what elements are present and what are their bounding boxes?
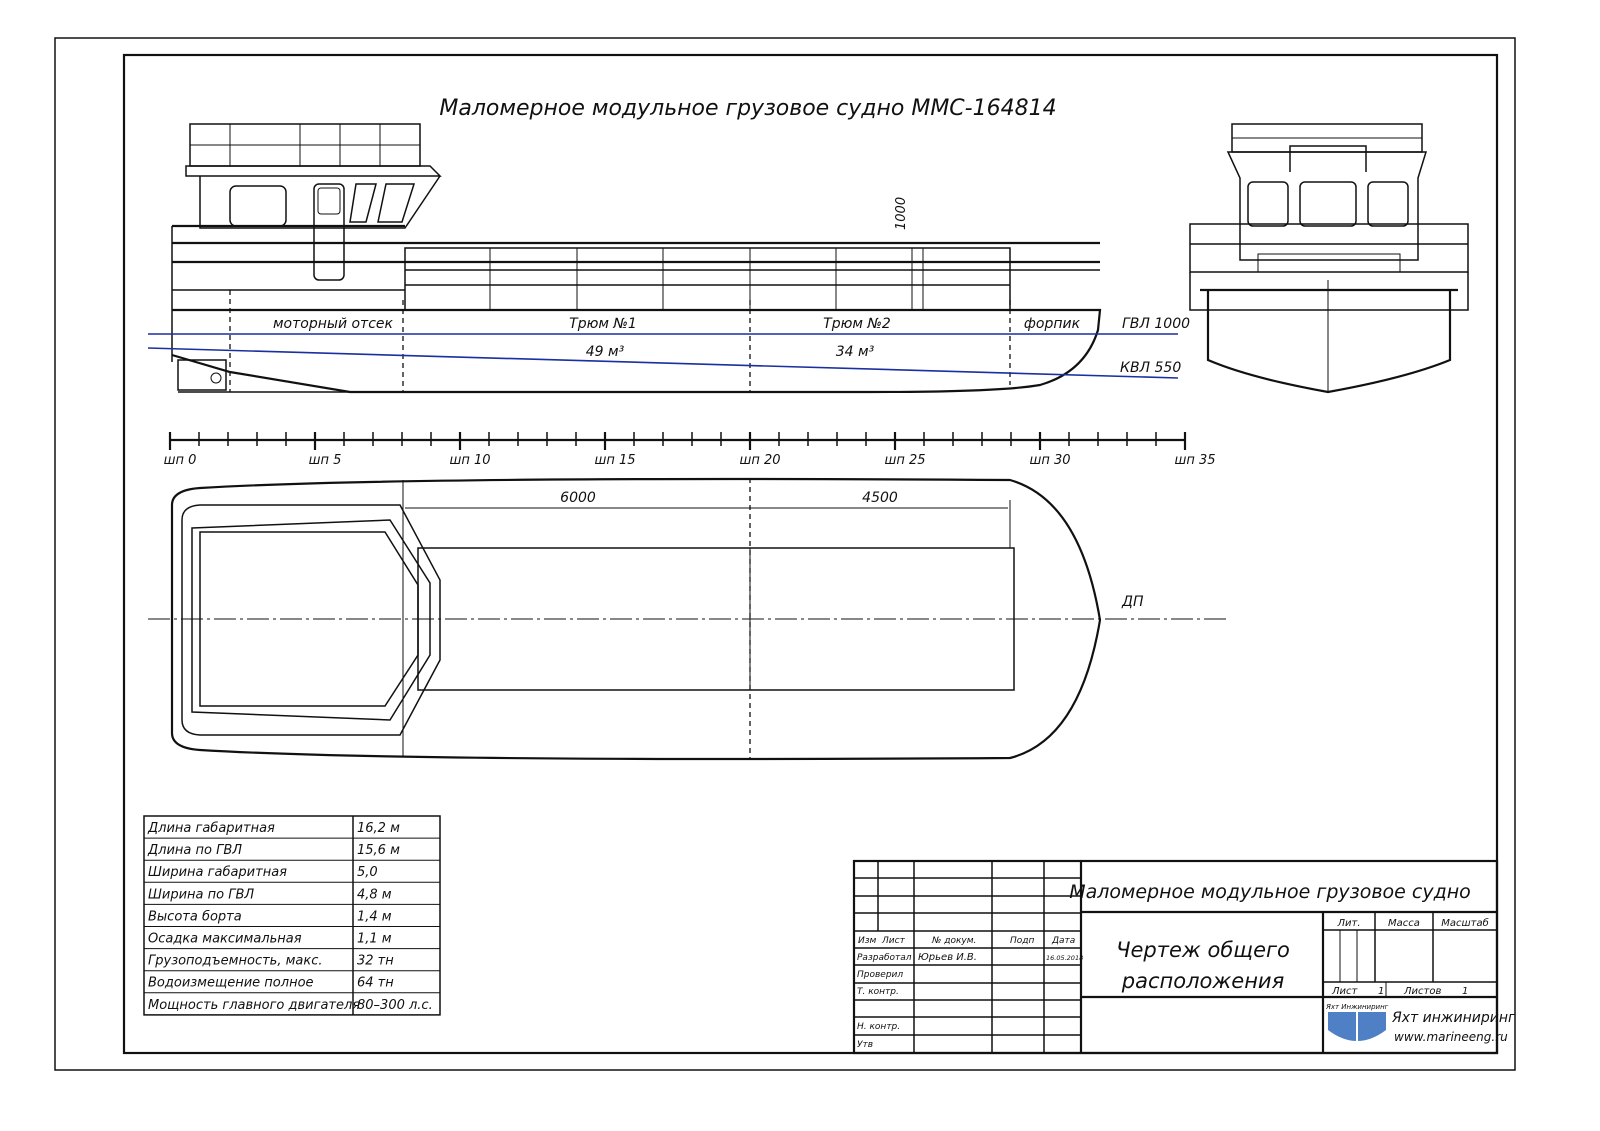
frame-label: шп 15 xyxy=(594,453,635,468)
company-logo: Яхт Инжиниринг xyxy=(1325,1003,1389,1044)
frame-label: шп 10 xyxy=(449,453,490,468)
header-sign: Подп xyxy=(1010,936,1034,946)
drawing-title: Маломерное модульное грузовое судно ММС-… xyxy=(439,96,1056,121)
spec-value: 15,6 м xyxy=(357,843,400,858)
spec-value: 5,0 xyxy=(357,865,378,880)
spec-value: 80–300 л.с. xyxy=(357,998,433,1013)
frame-label: шп 5 xyxy=(309,453,342,468)
frame-label: шп 30 xyxy=(1029,453,1070,468)
doc-title-line-2: расположения xyxy=(1121,969,1284,993)
volume-hold-2: 34 м³ xyxy=(836,344,875,360)
frame-label: шп 25 xyxy=(884,453,925,468)
row-approved: Утв xyxy=(857,1040,873,1050)
row-developed: Разработал xyxy=(857,953,912,963)
frame-ruler xyxy=(168,432,1187,450)
frame-label: шп 35 xyxy=(1174,453,1215,468)
sheet-number: 1 xyxy=(1378,986,1384,997)
spec-label: Длина габаритная xyxy=(147,821,275,836)
row-checked: Проверил xyxy=(857,970,903,980)
company-name: Яхт инжиниринг xyxy=(1391,1010,1516,1026)
spec-label: Грузоподъемность, макс. xyxy=(148,954,323,969)
logo-text: Яхт Инжиниринг xyxy=(1325,1003,1389,1011)
spec-label: Осадка максимальная xyxy=(148,932,302,947)
waterline-kvl xyxy=(147,347,1179,379)
specs-table: Длина габаритная 16,2 м Длина по ГВЛ 15,6 м… xyxy=(143,815,441,1016)
spec-label: Длина по ГВЛ xyxy=(147,843,242,858)
compartment-hold-2: Трюм №2 xyxy=(823,316,891,332)
title-block: Маломерное модульное грузовое судно Черт… xyxy=(852,859,1516,1055)
header-doc-no: № докум. xyxy=(931,936,976,946)
scale-label: Масштаб xyxy=(1441,917,1489,929)
compartment-engine: моторный отсек xyxy=(273,316,394,332)
sheets-label: Листов xyxy=(1403,986,1441,997)
sheets-count: 1 xyxy=(1462,986,1468,997)
mass-label: Масса xyxy=(1388,918,1420,929)
row-norm-control: Н. контр. xyxy=(857,1022,900,1032)
waterline-kvl-label: КВЛ 550 xyxy=(1120,360,1181,376)
spec-value: 32 тн xyxy=(357,954,394,969)
spec-value: 1,1 м xyxy=(357,932,392,947)
developer-name: Юрьев И.В. xyxy=(918,952,977,963)
sheet-label: Лист xyxy=(1331,986,1359,997)
specs-table-border xyxy=(143,815,441,1016)
height-dimension: 1000 xyxy=(894,197,909,230)
spec-label: Водоизмещение полное xyxy=(148,976,314,991)
spec-value: 1,4 м xyxy=(357,909,392,924)
waterline-gvl-label: ГВЛ 1000 xyxy=(1122,316,1190,332)
row-tech-control: Т. контр. xyxy=(857,987,899,997)
front-view xyxy=(1189,123,1469,394)
inner-frame xyxy=(122,53,1499,1055)
header-date: Дата xyxy=(1051,936,1075,946)
lit-label: Лит. xyxy=(1336,918,1360,929)
company-website[interactable]: www.marineeng.ru xyxy=(1394,1030,1508,1044)
spec-value: 64 тн xyxy=(357,976,394,991)
header-list: Лист xyxy=(881,936,906,946)
spec-label: Ширина по ГВЛ xyxy=(148,887,254,902)
spec-value: 16,2 м xyxy=(357,821,400,836)
header-izm: Изм xyxy=(858,936,877,946)
hold-1-length-dim: 6000 xyxy=(560,490,596,506)
spec-label: Мощность главного двигателя xyxy=(148,998,360,1013)
spec-label: Высота борта xyxy=(148,909,242,924)
title-block-name: Маломерное модульное грузовое судно xyxy=(1069,881,1471,903)
spec-value: 4,8 м xyxy=(357,887,392,902)
developer-date: 16.05.2018 xyxy=(1046,954,1083,962)
frame-labels: шп 0 шп 5 шп 10 шп 15 шп 20 шп 25 шп 30 … xyxy=(164,453,1216,468)
volume-hold-1: 49 м³ xyxy=(586,344,625,360)
spec-label: Ширина габаритная xyxy=(148,865,287,880)
compartment-hold-1: Трюм №1 xyxy=(569,316,637,332)
compartment-forepeak: форпик xyxy=(1024,316,1081,332)
centerline-label: ДП xyxy=(1121,594,1144,610)
frame-label: шп 0 xyxy=(164,453,197,468)
hold-2-length-dim: 4500 xyxy=(862,490,898,506)
doc-title-line-1: Чертеж общего xyxy=(1116,938,1290,962)
side-view: 1000 моторный отсек Трюм №1 Трюм №2 форп… xyxy=(147,123,1190,394)
frame-label: шп 20 xyxy=(739,453,780,468)
outer-frame xyxy=(54,37,1516,1071)
plan-view: 6000 4500 ДП xyxy=(148,477,1230,761)
